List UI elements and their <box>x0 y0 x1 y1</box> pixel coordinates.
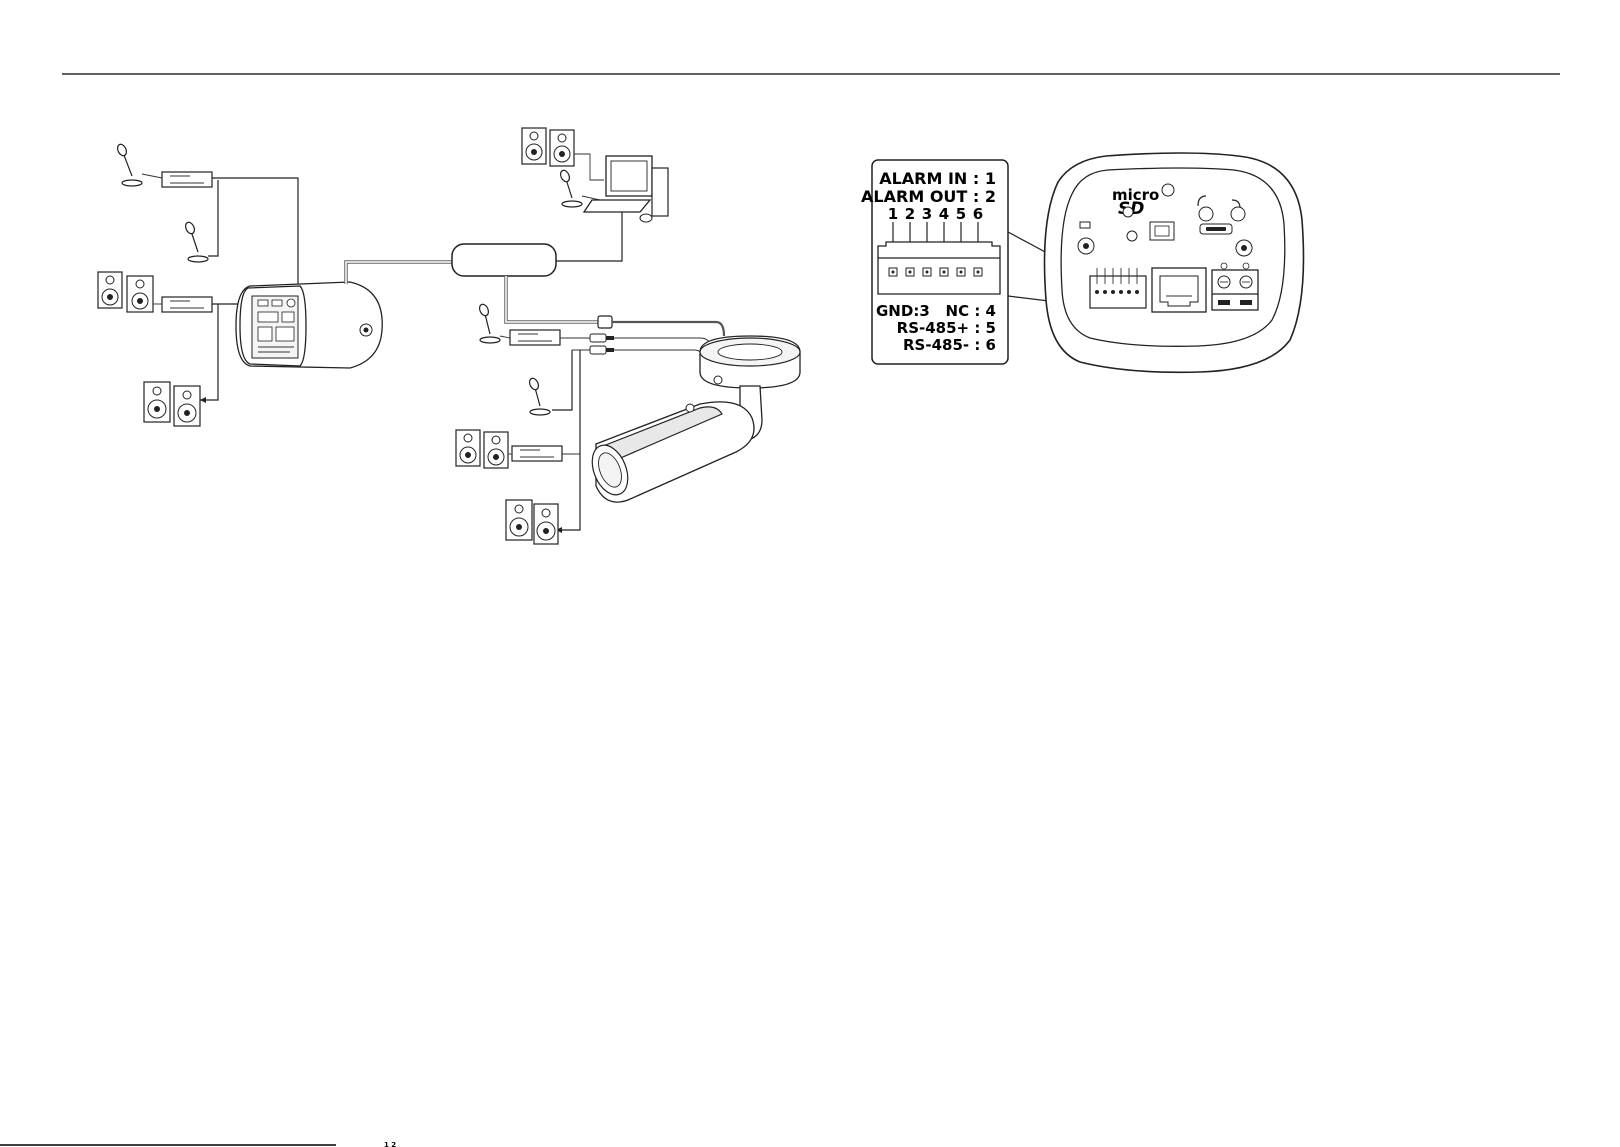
speaker-icon <box>98 272 122 308</box>
microphone-icon <box>184 221 208 262</box>
pin-contact <box>960 271 963 274</box>
speaker-icon <box>506 500 532 540</box>
nc-label: NC : 4 <box>946 302 996 320</box>
audio-connector-icon <box>590 334 614 354</box>
computer-icon <box>584 156 668 222</box>
panel-pin-contact <box>1119 290 1123 294</box>
pin-number-label: 2 <box>905 205 915 223</box>
alarm-out-label: ALARM OUT : 2 <box>861 187 996 206</box>
speaker-icon <box>127 276 153 312</box>
amplifier-icon <box>512 446 562 461</box>
speaker-icon <box>522 128 546 164</box>
alarm-in-label: ALARM IN : 1 <box>879 169 996 188</box>
pin-contact <box>892 271 895 274</box>
speaker-icon <box>550 130 574 166</box>
microphone-icon <box>559 169 582 207</box>
speaker-icon <box>174 386 200 426</box>
amplifier-icon <box>162 172 212 187</box>
camera-rear-panel: micro SD <box>1045 153 1304 372</box>
speaker-icon <box>144 382 170 422</box>
gnd-label: GND:3 <box>876 302 930 320</box>
rs485-minus-label: RS-485- : 6 <box>903 336 996 354</box>
amplifier-icon <box>162 297 212 312</box>
panel-pin-contact <box>1135 290 1139 294</box>
amplifier-icon <box>510 330 560 345</box>
box-camera-icon <box>236 282 382 368</box>
network-box <box>452 244 556 276</box>
pin-number-label: 5 <box>956 205 966 223</box>
terminal-block-connector <box>878 242 1000 294</box>
speaker-icon <box>534 504 558 544</box>
pin-number-label: 4 <box>939 205 949 223</box>
panel-pin-contact <box>1103 290 1107 294</box>
pin-number-label: 1 <box>888 205 898 223</box>
pin-contact <box>977 271 980 274</box>
footer-text: 1 2 <box>384 1141 396 1147</box>
left-connection-diagram <box>98 128 800 544</box>
panel-pin-contact <box>1127 290 1131 294</box>
microphone-icon <box>478 303 500 343</box>
speaker-icon <box>456 430 480 466</box>
pin-number-label: 6 <box>973 205 983 223</box>
panel-pin-contact <box>1095 290 1099 294</box>
bullet-camera-icon <box>585 336 800 502</box>
microphone-icon <box>116 143 142 186</box>
pin-contact <box>943 271 946 274</box>
panel-pin-contact <box>1111 290 1115 294</box>
microphone-icon <box>528 377 550 415</box>
pin-contact <box>926 271 929 274</box>
speaker-icon <box>484 432 508 468</box>
rs485-plus-label: RS-485+ : 5 <box>897 319 996 337</box>
pin-number-label: 3 <box>922 205 932 223</box>
rj45-connector-icon <box>598 316 612 328</box>
pin-contact <box>909 271 912 274</box>
